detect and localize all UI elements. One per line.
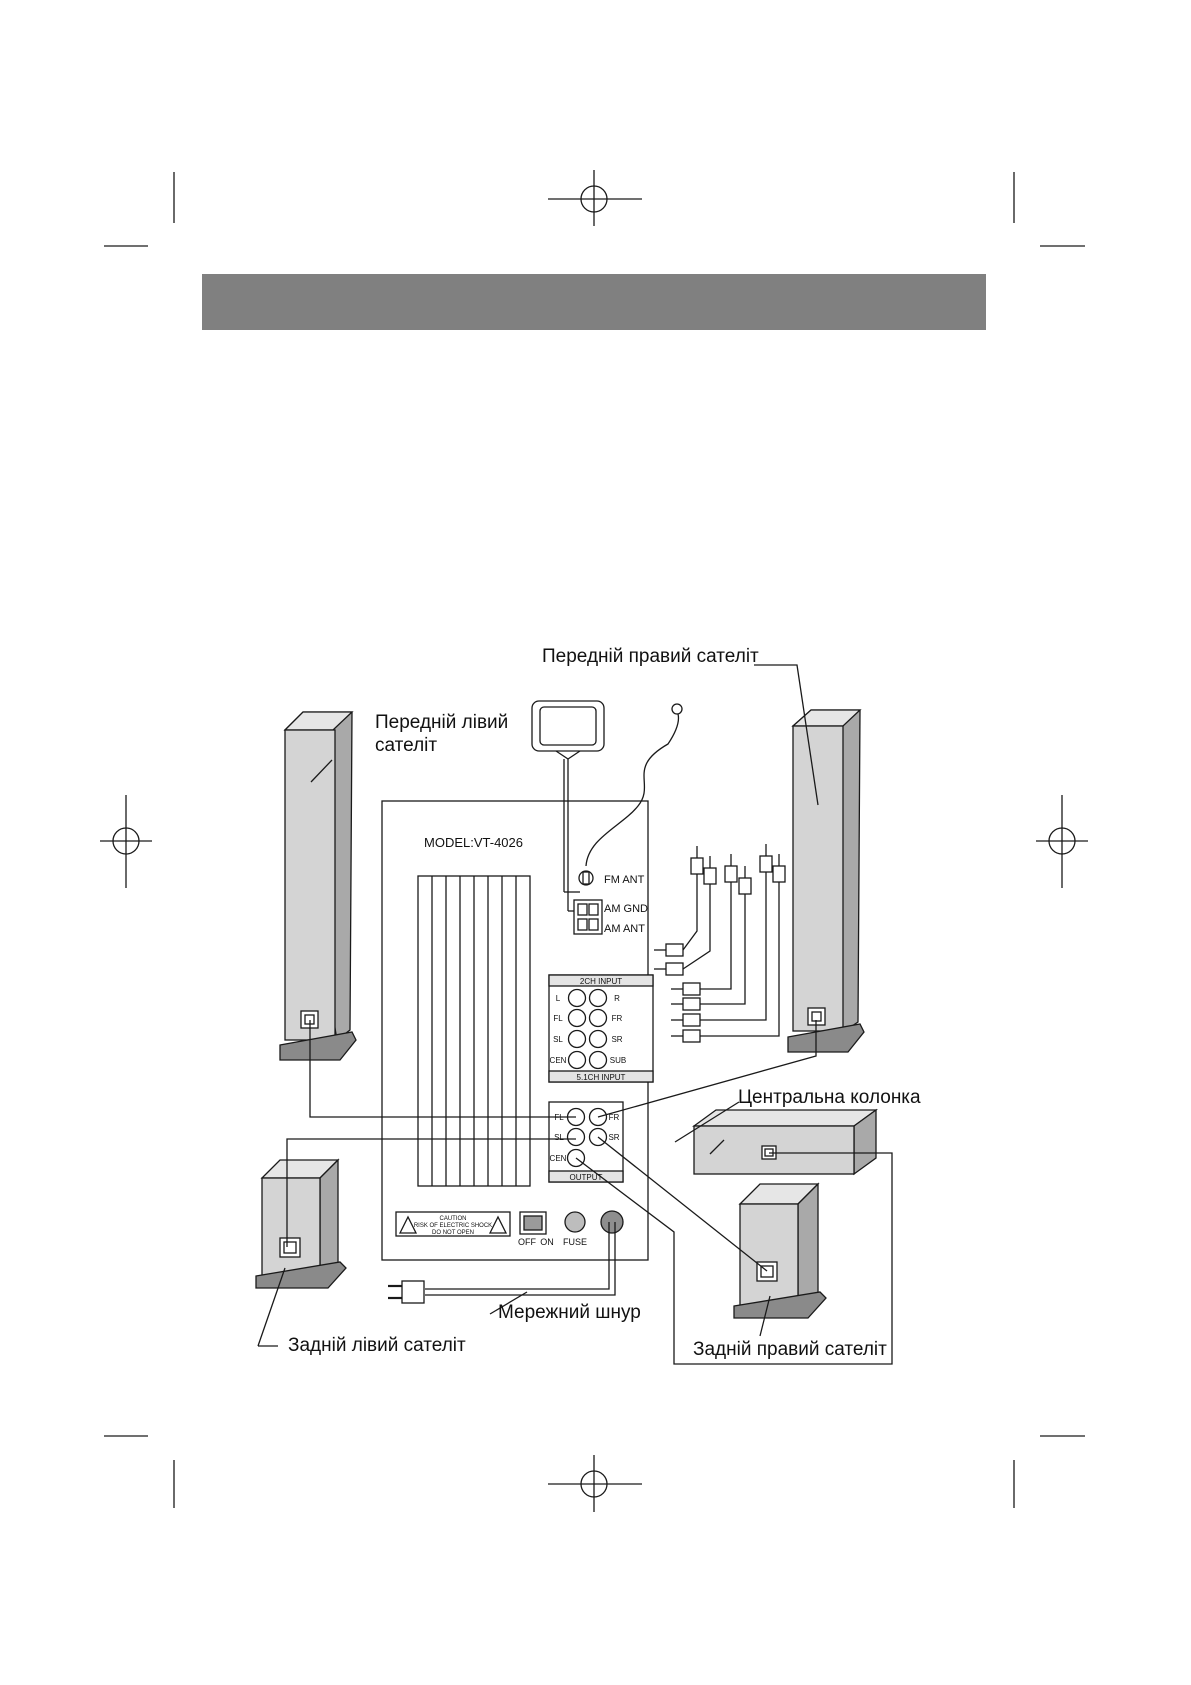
out-sr-label: SR	[608, 1133, 619, 1142]
switch-on-label: ON	[540, 1237, 554, 1247]
fm-ant-label: FM ANT	[604, 874, 645, 886]
input-panel	[549, 975, 653, 1082]
fuse-holder	[565, 1212, 585, 1232]
jack-fr-label: FR	[612, 1014, 623, 1023]
switch-off-label: OFF	[518, 1237, 536, 1247]
rear-left-speaker	[256, 1160, 346, 1288]
center-speaker	[694, 1110, 876, 1174]
am-ant-label: AM ANT	[604, 923, 645, 935]
jack-sub-label: SUB	[610, 1056, 626, 1065]
jack-cen-label: CEN	[550, 1056, 567, 1065]
front-right-speaker	[788, 710, 864, 1052]
jack-fl-label: FL	[553, 1014, 563, 1023]
out-cen-label: CEN	[550, 1154, 567, 1163]
input-2ch-label: 2CH INPUT	[580, 977, 622, 986]
label-front-left-satellite-2: сателіт	[375, 734, 437, 757]
label-front-left-satellite-1: Передній лівий	[375, 711, 508, 734]
rear-right-speaker	[734, 1184, 826, 1318]
jack-r-label: R	[614, 994, 620, 1003]
front-left-speaker	[280, 712, 356, 1060]
caution-text-1: CAUTION	[440, 1216, 467, 1222]
label-center-speaker: Центральна колонка	[738, 1086, 921, 1109]
label-power-cord: Мережний шнур	[498, 1301, 641, 1324]
out-sl-label: SL	[554, 1133, 564, 1142]
jack-l-label: L	[556, 994, 561, 1003]
fuse-label: FUSE	[563, 1237, 587, 1247]
jack-sr-label: SR	[611, 1035, 622, 1044]
label-front-right-satellite: Передній правий сателіт	[542, 645, 759, 668]
out-fr-label: FR	[609, 1113, 620, 1122]
fm-ant-jack	[579, 871, 593, 885]
am-gnd-label: AM GND	[604, 903, 648, 915]
label-rear-right-satellite: Задній правий сателіт	[693, 1338, 887, 1361]
power-cord-entry	[601, 1211, 623, 1233]
jack-sl-label: SL	[553, 1035, 563, 1044]
power-plug-icon	[388, 1281, 424, 1303]
input-51ch-label: 5.1CH INPUT	[577, 1073, 626, 1082]
caution-text-3: DO NOT OPEN	[432, 1230, 474, 1236]
model-label: MODEL:VT-4026	[424, 835, 523, 850]
out-fl-label: FL	[554, 1113, 564, 1122]
caution-text-2: RISK OF ELECTRIC SHOCK	[414, 1223, 492, 1229]
rca-cables	[654, 844, 785, 1042]
label-rear-left-satellite: Задній лівий сателіт	[288, 1334, 466, 1357]
output-label: OUTPUT	[570, 1173, 603, 1182]
